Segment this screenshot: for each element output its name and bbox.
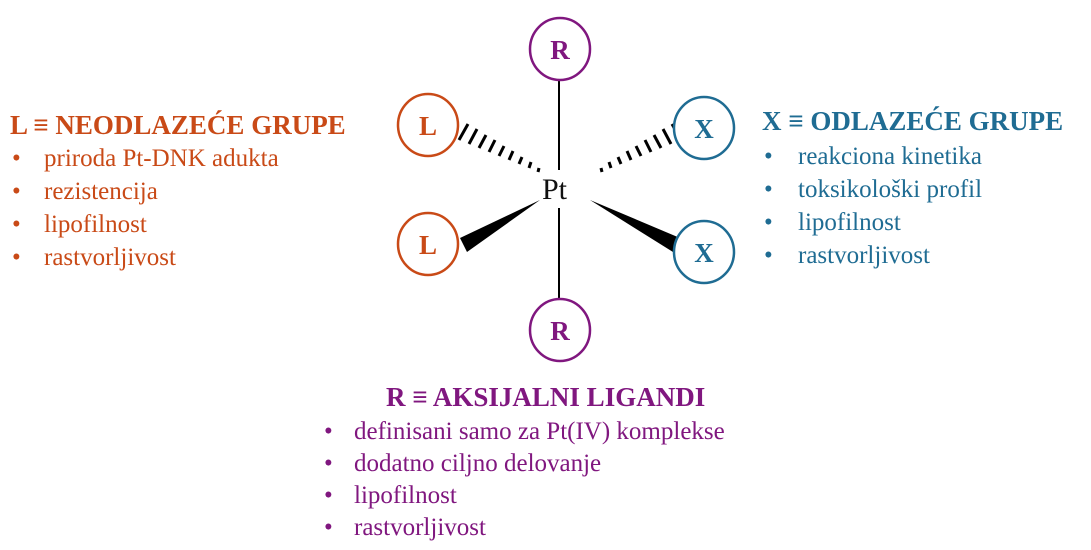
- ligand-upper-right-label: X: [694, 114, 714, 144]
- list-item: rastvorljivost: [762, 239, 1063, 272]
- ligand-bottom: R: [528, 297, 592, 363]
- ligand-lower-left: L: [396, 211, 460, 277]
- list-item: toksikološki profil: [762, 173, 1063, 206]
- bottom-panel-list: definisani samo za Pt(IV) komplekse doda…: [322, 416, 725, 544]
- leaving-groups-panel-left: L ≡ NEODLAZEĆE GRUPE priroda Pt-DNK aduk…: [10, 110, 346, 274]
- right-panel-list: reakciona kinetika toksikološki profil l…: [762, 140, 1063, 272]
- right-panel-heading: X ≡ ODLAZEĆE GRUPE: [762, 106, 1064, 136]
- list-item: lipofilnost: [322, 480, 725, 512]
- ligand-lower-left-label: L: [419, 230, 437, 260]
- ligand-upper-left-label: L: [419, 111, 437, 141]
- list-item: reakciona kinetika: [762, 140, 1063, 173]
- ligand-lower-right: X: [672, 219, 736, 285]
- hashed-bond-upper-left: [457, 123, 541, 173]
- left-panel-heading: L ≡ NEODLAZEĆE GRUPE: [10, 110, 346, 140]
- ligand-upper-right: X: [672, 95, 736, 161]
- wedge-bond-lower-left: [460, 200, 540, 252]
- hashed-bond-upper-right: [599, 123, 683, 173]
- leaving-groups-panel-right: X ≡ ODLAZEĆE GRUPE reakciona kinetika to…: [762, 106, 1063, 272]
- ligand-lower-right-label: X: [694, 238, 714, 268]
- list-item: rastvorljivost: [322, 512, 725, 544]
- ligand-bottom-label: R: [550, 316, 570, 346]
- axial-ligands-panel: R ≡ AKSIJALNI LIGANDI definisani samo za…: [322, 382, 725, 544]
- ligand-upper-left: L: [396, 92, 460, 158]
- left-panel-list: priroda Pt-DNK adukta rezistencija lipof…: [10, 142, 346, 274]
- list-item: priroda Pt-DNK adukta: [10, 142, 346, 175]
- bottom-panel-heading: R ≡ AKSIJALNI LIGANDI: [386, 382, 706, 412]
- ligand-top: R: [528, 16, 592, 82]
- wedge-bond-lower-right: [590, 200, 680, 252]
- list-item: rezistencija: [10, 175, 346, 208]
- pt-center-label: Pt: [542, 173, 568, 206]
- list-item: dodatno ciljno delovanje: [322, 448, 725, 480]
- list-item: lipofilnost: [10, 208, 346, 241]
- ligand-top-label: R: [550, 35, 570, 65]
- list-item: lipofilnost: [762, 206, 1063, 239]
- list-item: definisani samo za Pt(IV) komplekse: [322, 416, 725, 448]
- list-item: rastvorljivost: [10, 241, 346, 274]
